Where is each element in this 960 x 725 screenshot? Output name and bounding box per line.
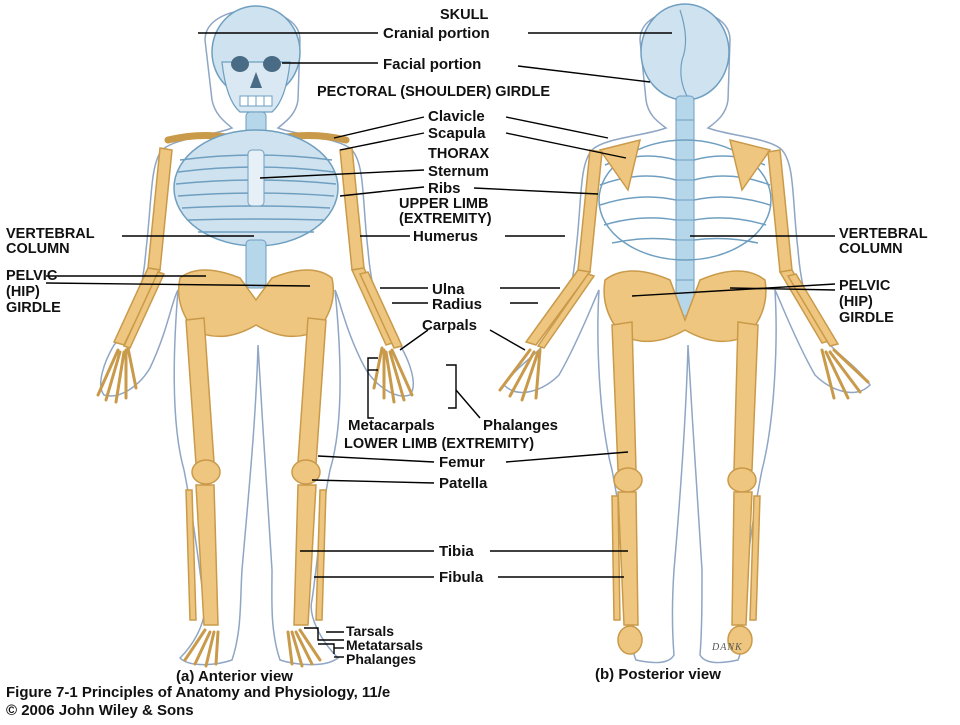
label-humerus: Humerus xyxy=(413,228,479,245)
artist-signature: DANK xyxy=(712,642,743,653)
label-pelvic-girdle-right-3: GIRDLE xyxy=(839,310,894,326)
posterior-skeleton xyxy=(498,3,870,655)
figure-caption-copyright: © 2006 John Wiley & Sons xyxy=(6,702,194,719)
label-upper-limb: UPPER LIMB xyxy=(399,196,489,212)
label-scapula: Scapula xyxy=(428,125,486,142)
anterior-view-caption: (a) Anterior view xyxy=(176,668,293,685)
label-pelvic-girdle-right: PELVIC xyxy=(839,278,891,294)
label-clavicle: Clavicle xyxy=(428,108,485,125)
label-pelvic-girdle-left-3: GIRDLE xyxy=(6,300,61,316)
posterior-left-scapula xyxy=(598,138,642,192)
label-vertebral-column-left-2: COLUMN xyxy=(6,241,70,257)
posterior-vertebral-column xyxy=(675,95,695,317)
label-vertebral-column-left: VERTEBRAL xyxy=(6,226,95,242)
posterior-right-scapula xyxy=(728,138,772,192)
label-thorax: THORAX xyxy=(428,146,490,162)
label-sternum: Sternum xyxy=(428,163,489,180)
label-metacarpals: Metacarpals xyxy=(348,417,435,434)
label-tarsals: Tarsals xyxy=(346,623,394,639)
label-femur: Femur xyxy=(439,454,485,471)
label-ribs: Ribs xyxy=(428,180,461,197)
label-facial-portion: Facial portion xyxy=(383,56,482,73)
anterior-right-patella xyxy=(291,459,321,485)
label-pectoral-girdle: PECTORAL (SHOULDER) GIRDLE xyxy=(317,84,551,100)
label-carpals: Carpals xyxy=(422,317,478,334)
label-pelvic-girdle-left-2: (HIP) xyxy=(6,284,40,300)
label-cranial-portion: Cranial portion xyxy=(383,25,490,42)
label-pelvic-girdle-right-2: (HIP) xyxy=(839,294,873,310)
label-ulna: Ulna xyxy=(432,281,465,298)
label-vertebral-column-right: VERTEBRAL xyxy=(839,226,928,242)
label-radius: Radius xyxy=(432,296,483,313)
anterior-skeleton xyxy=(96,5,414,668)
figure-caption-title: Figure 7-1 Principles of Anatomy and Phy… xyxy=(6,684,391,701)
label-metatarsals: Metatarsals xyxy=(346,637,424,653)
label-upper-limb-extremity: (EXTREMITY) xyxy=(399,211,492,227)
label-vertebral-column-right-2: COLUMN xyxy=(839,241,903,257)
posterior-rib-cage xyxy=(598,139,772,261)
label-skull: SKULL xyxy=(440,7,489,23)
label-phalanges-foot: Phalanges xyxy=(346,651,417,667)
label-lower-limb: LOWER LIMB (EXTREMITY) xyxy=(344,436,535,452)
label-tibia: Tibia xyxy=(439,543,474,560)
leader-lines xyxy=(45,32,836,658)
label-pelvic-girdle-left: PELVIC xyxy=(6,268,58,284)
label-fibula: Fibula xyxy=(439,569,484,586)
label-patella: Patella xyxy=(439,475,488,492)
label-phalanges-hand: Phalanges xyxy=(483,417,559,434)
posterior-view-caption: (b) Posterior view xyxy=(595,666,721,683)
